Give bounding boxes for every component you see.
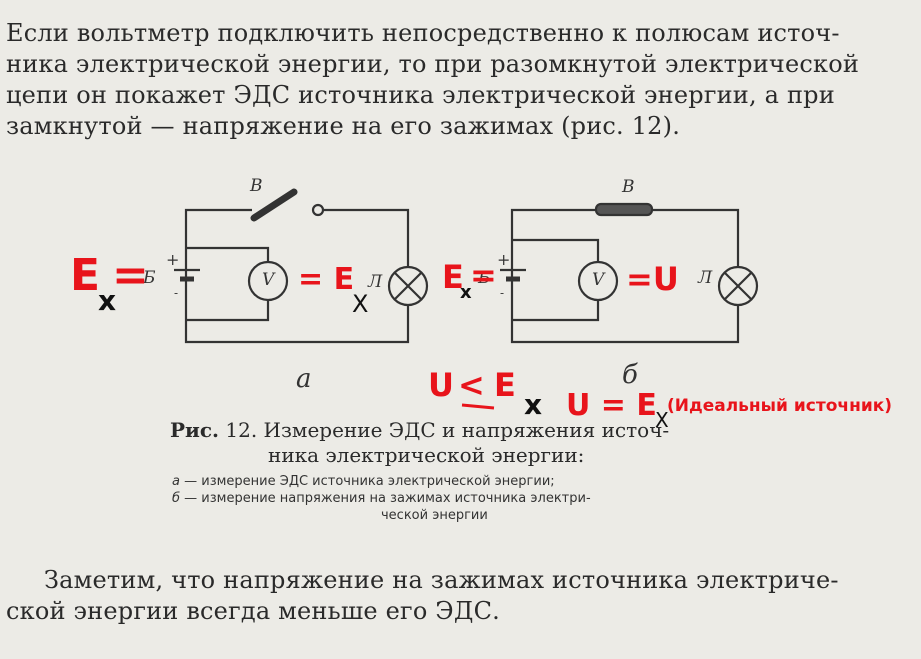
circuit-b-outer-wire [510,208,740,344]
circuit-a-outer-wire [184,208,410,344]
annot-x-right: x [460,282,472,303]
annot-x-less: x [524,388,543,421]
conclusion-line-2: ской энергии всегда меньше его ЭДС. [6,597,500,625]
annot-x-mid: X [352,290,369,318]
annot-ideal-source: (Идеальный источник) [667,396,893,416]
voltmeter-a-label: V [262,270,275,290]
caption-title-1: Измерение ЭДС и напряжения источ- [263,418,670,442]
caption-line-2: ника электрической энергии: [268,443,584,468]
battery-b-plus: + [497,250,511,269]
conclusion-line-1: Заметим, что напряжение на зажимах источ… [44,566,839,594]
annot-u-less: U [428,366,454,404]
intro-line-2: ника электрической энергии, то при разом… [6,50,860,78]
subfigure-b-label: б [622,360,638,390]
caption-line-1: Рис. 12. Измерение ЭДС и напряжения исто… [170,418,669,443]
annot-x-equal: X [655,408,669,432]
circuit-a-top-right-wire [318,208,410,268]
voltmeter-b-bottom-wire [512,300,600,322]
voltmeter-a-bottom-wire [186,300,270,322]
voltmeter-a-circle [247,260,289,302]
switch-b-closed [594,202,654,217]
voltmeter-b-label: V [592,270,605,290]
lamp-a-label: Л [368,272,383,292]
battery-a-minus: - [174,286,179,300]
caption-item-a-letter: а [172,474,180,489]
red-underline-mark [461,403,495,410]
annot-e-left: E [70,250,101,301]
battery-b-minus: - [500,286,505,300]
annot-eq-u: =U [626,260,679,298]
circuit-b [500,202,759,344]
caption-prefix: Рис. [170,418,220,442]
lamp-b-label: Л [698,268,713,288]
circuit-a [174,188,429,344]
intro-line-1: Если вольтметр подключить непосредственн… [6,19,840,47]
lamp-b-circle [717,265,759,307]
caption-item-a-text: — измерение ЭДС источника электрической … [184,474,555,489]
battery-b-label: Б [478,268,491,288]
caption-number: 12. [225,418,258,442]
caption-item-a: а — измерение ЭДС источника электрическо… [172,473,555,490]
annot-eq-left: = [112,250,149,301]
annot-eq-right: = [470,256,497,294]
annot-e-less: E [494,366,516,404]
caption-title-2: ника электрической энергии: [268,443,585,467]
caption-item-b-letter: б [172,491,181,506]
caption-item-b-cont: ческой энергии [381,507,488,524]
lamp-a-circle [387,265,429,307]
voltmeter-b-top-wire [512,238,600,262]
caption-item-b: б — измерение напряжения на зажимах исто… [172,490,591,507]
lamp-b-cross-2 [724,272,752,300]
voltmeter-b-circle [577,260,619,302]
lamp-a-cross-2 [394,272,422,300]
switch-a-blade [250,188,298,222]
intro-line-3: цепи он покажет ЭДС источника электричес… [6,81,835,109]
switch-a-contact [311,203,325,217]
paragraph-intro: Если вольтметр подключить непосредственн… [6,18,911,142]
paragraph-conclusion: Заметим, что напряжение на зажимах источ… [6,565,911,627]
annot-e-right: E [442,258,464,296]
circuit-b-top-right-wire [652,208,740,268]
annot-less-sign: < [458,366,485,404]
caption-item-b-text: — измерение напряжения на зажимах источн… [184,491,591,506]
intro-line-4: замкнутой — напряжение на его зажимах (р… [6,112,681,140]
annot-u-equal: U = E [566,388,657,423]
subfigure-a-label: а [296,364,312,394]
switch-a-label: В [250,176,263,196]
voltmeter-a-top-wire [186,246,270,262]
switch-b-label: В [622,177,635,197]
battery-a-plus: + [166,250,180,269]
battery-a-label: Б [143,268,156,288]
annot-x-left: x [98,284,117,317]
caption-item-b-text2: ческой энергии [381,508,488,523]
annot-eq-e-mid: = E [298,262,355,297]
